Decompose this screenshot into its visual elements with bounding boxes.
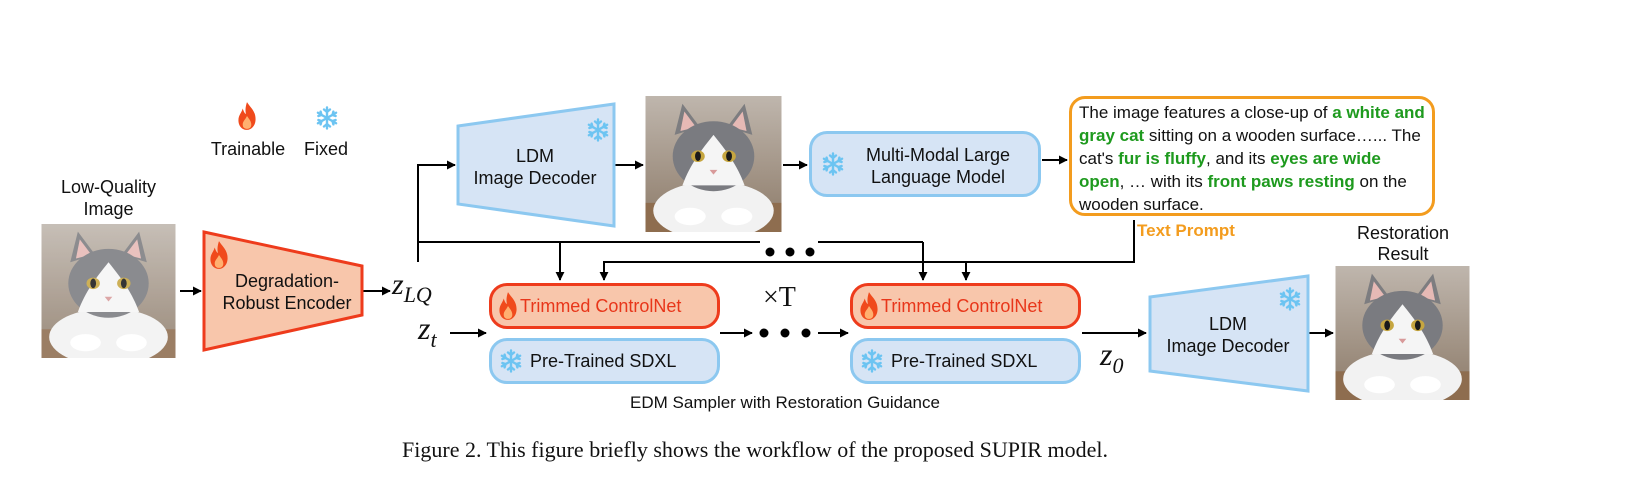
prompt-text: The image features a close-up of — [1079, 103, 1333, 122]
mllm-label-line1: Multi-Modal Large — [865, 145, 1011, 165]
decoder-top-label-line1: LDM — [515, 146, 554, 166]
mllm-box — [809, 131, 1041, 197]
controlnet-box-2 — [850, 283, 1081, 329]
decoder-bottom-snowflake-icon — [1278, 287, 1302, 311]
legend-trainable-label: Trainable — [210, 139, 286, 159]
sdxl-2-label: Pre-Trained SDXL — [891, 351, 1038, 371]
input-label-line1: Low-Quality — [60, 177, 157, 197]
snowflake-icon — [315, 106, 339, 130]
decoder-bottom-label-line1: LDM — [1208, 314, 1247, 334]
sdxl-box-2 — [850, 338, 1081, 384]
encoder-shape — [202, 230, 364, 352]
mllm-label-line2: Language Model — [870, 167, 1006, 187]
text-prompt-label: Text Prompt — [1137, 221, 1235, 240]
output-label-line1: Restoration — [1356, 223, 1450, 243]
output-label-line2: Result — [1377, 244, 1429, 264]
low-quality-image — [40, 224, 177, 358]
restoration-result-image — [1335, 266, 1470, 400]
encoder-label-line1: Degradation- — [234, 271, 340, 291]
mllm-snowflake-icon — [821, 152, 845, 176]
decoder-top-snowflake-icon — [586, 118, 610, 142]
encoder-flame-icon — [208, 240, 230, 270]
prompt-text: on the wooden surface. — [1079, 172, 1407, 214]
z-t-label: zt — [418, 310, 437, 352]
prompt-text: , and its — [1206, 149, 1271, 168]
encoder-label-line2: Robust Encoder — [222, 293, 352, 313]
prompt-highlight-text: fur is fluffy — [1118, 149, 1206, 168]
flame-icon — [236, 101, 258, 131]
controlnet-box-1 — [489, 283, 720, 329]
figure-caption: Figure 2. This figure briefly shows the … — [402, 437, 1108, 462]
prompt-highlight-text: eyes are wide open — [1079, 149, 1381, 191]
controlnet-2-flame-icon — [858, 291, 880, 321]
text-prompt-box: The image features a close-up of a white… — [1069, 96, 1435, 216]
repeat-times-label: ×T — [763, 282, 796, 313]
sdxl-1-snowflake-icon — [499, 349, 523, 373]
input-label-line2: Image — [83, 199, 134, 219]
prompt-highlight-text: front paws resting — [1207, 172, 1355, 191]
sampler-label: EDM Sampler with Restoration Guidance — [630, 393, 940, 412]
prompt-highlight-text: a white and gray cat — [1079, 103, 1425, 145]
sdxl-2-snowflake-icon — [860, 349, 884, 373]
decoder-bottom-label-line2: Image Decoder — [1166, 336, 1290, 356]
controlnet-1-label: Trimmed ControlNet — [520, 296, 682, 316]
prompt-text: , … with its — [1119, 172, 1208, 191]
z-0-label: z0 — [1100, 336, 1124, 378]
legend-fixed-label: Fixed — [303, 139, 348, 159]
prompt-text: sitting on a wooden surface…... The cat'… — [1079, 126, 1421, 168]
z-lq-label: zLQ — [392, 268, 432, 307]
controlnet-1-flame-icon — [497, 291, 519, 321]
decoder-bottom-shape — [1148, 274, 1310, 393]
controlnet-2-label: Trimmed ControlNet — [881, 296, 1043, 316]
decoder-top-shape — [456, 102, 616, 228]
sdxl-box-1 — [489, 338, 720, 384]
decoded-image — [645, 96, 782, 232]
sdxl-1-label: Pre-Trained SDXL — [530, 351, 677, 371]
decoder-top-label-line2: Image Decoder — [473, 168, 597, 188]
